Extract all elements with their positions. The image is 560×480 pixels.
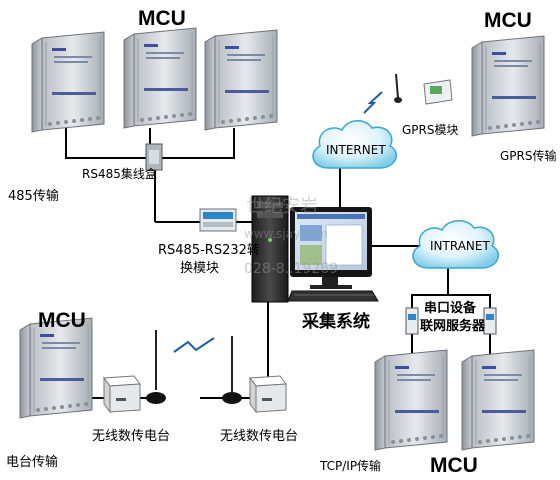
collection-system-label: 采集系统 (302, 312, 370, 332)
serial-device-server (483, 307, 497, 335)
radio-transfer-label: 电台传输 (6, 455, 59, 470)
radio-modem (103, 375, 141, 414)
radio-signal (173, 337, 215, 353)
internet-label: INTERNET (326, 143, 386, 157)
radio-modem-label: 无线数传电台 (92, 429, 171, 444)
gprs-module (423, 79, 453, 105)
mcu-cabinet (461, 349, 535, 451)
radio-modem (249, 375, 287, 414)
gprs-module-label: GPRS模块 (402, 123, 459, 137)
mcu-cabinet (19, 317, 93, 419)
converter-label-line1: RS485-RS232转 (158, 243, 260, 258)
mcu-cabinet (374, 349, 448, 451)
mcu-cabinet (471, 35, 545, 137)
rs485-hub-box (145, 143, 163, 171)
serial-device-server (405, 307, 419, 335)
serial-server-label-line2: 联网服务器 (420, 319, 486, 334)
gprs-signal (363, 91, 383, 114)
intranet-cloud (412, 220, 500, 269)
mcu-cabinet (123, 27, 197, 129)
mcu-cabinet (204, 29, 278, 131)
mcu-label: MCU (430, 454, 478, 477)
gprs-antenna (394, 73, 402, 103)
mcu-cabinet (31, 31, 105, 133)
converter-label-line2: 换模块 (180, 261, 220, 276)
computer-tower (251, 195, 289, 303)
serial-server-label-line1: 串口设备 (424, 301, 477, 316)
gprs-transfer-label: GPRS传输 (500, 149, 557, 163)
keyboard (287, 290, 379, 302)
watermark-url: www.sjay.com (244, 227, 328, 241)
radio-antenna (146, 330, 166, 404)
intranet-label: INTRANET (430, 239, 490, 253)
watermark-text: 世纪安岩 (246, 196, 318, 217)
rs485-transfer-label: 485传输 (8, 189, 59, 204)
mcu-label: MCU (484, 9, 532, 32)
rs485-hub-label: RS485集线盒 (82, 167, 157, 181)
radio-modem-label: 无线数传电台 (220, 429, 299, 444)
mcu-label: MCU (138, 7, 186, 30)
radio-antenna (222, 336, 242, 404)
monitor (290, 207, 372, 289)
mcu-label: MCU (38, 309, 86, 332)
rs485-rs232-converter (199, 208, 237, 232)
internet-cloud (312, 120, 398, 169)
watermark-phone: 028-8..19269 (244, 261, 339, 277)
tcpip-transfer-label: TCP/IP传输 (320, 459, 382, 473)
